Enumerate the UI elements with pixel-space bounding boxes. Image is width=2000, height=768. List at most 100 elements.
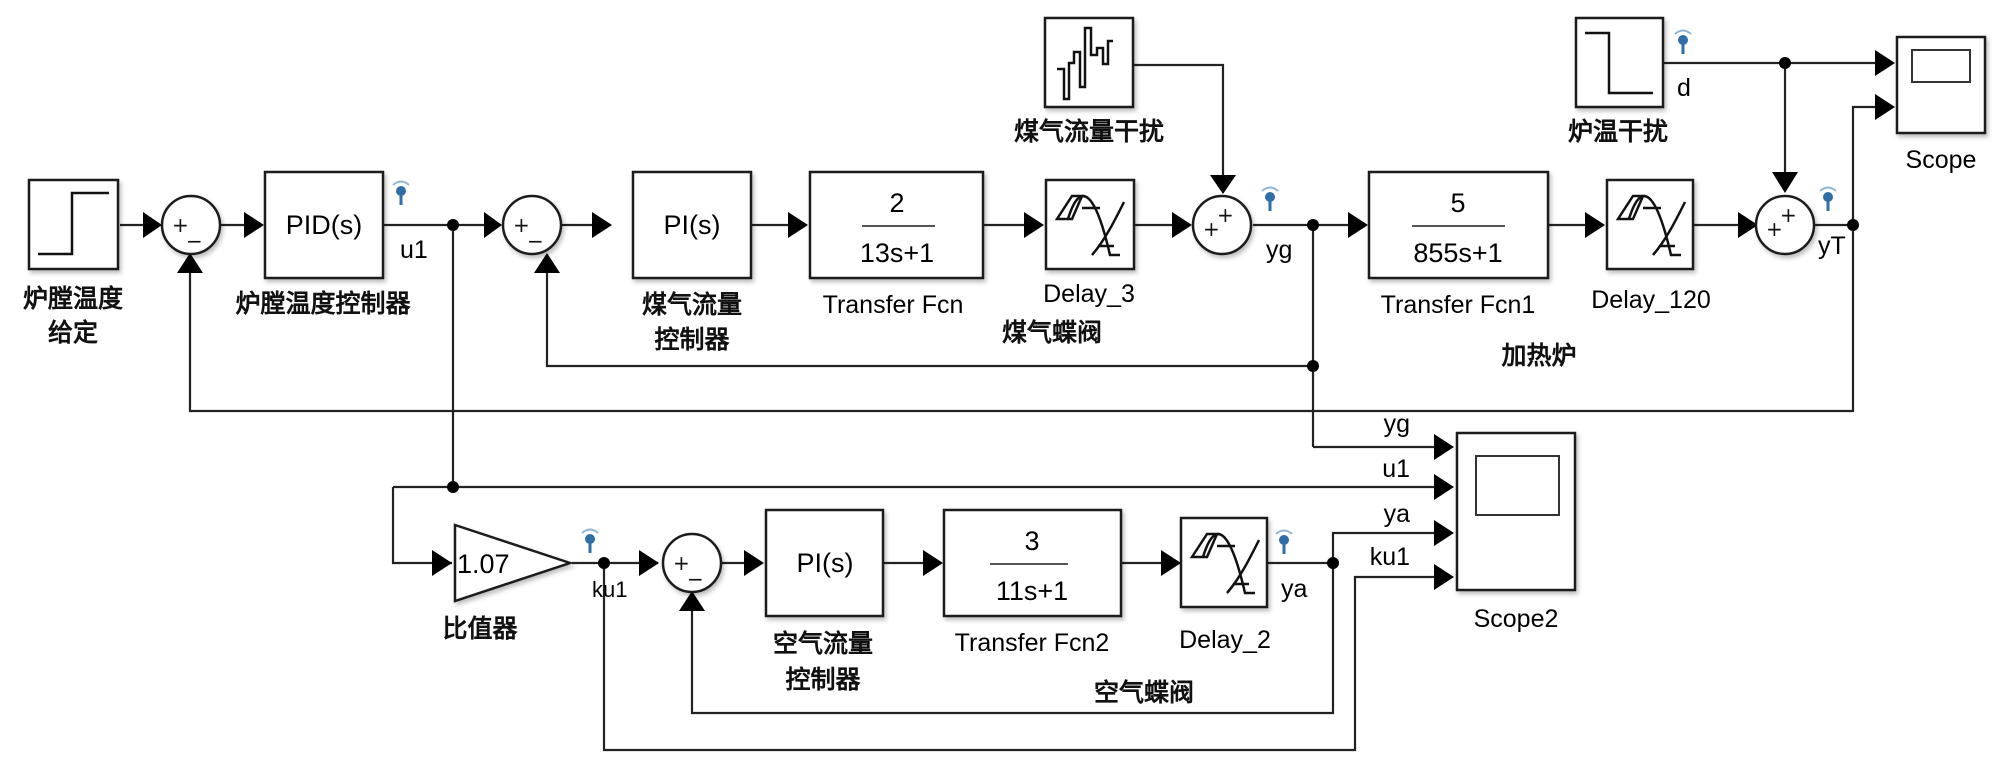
transfer-fcn1-block[interactable]: 5 855s+1 Transfer Fcn1: [1367, 170, 1550, 319]
scope2-input-ya: ya: [1384, 500, 1411, 528]
wire-u1-gain: [391, 487, 452, 565]
arrow-head: [1434, 434, 1454, 460]
arrow-head: [1161, 550, 1181, 576]
arrow-head: [1348, 212, 1368, 238]
branch-point: [1327, 557, 1339, 569]
transfer-fcn2-block[interactable]: 3 11s+1 Transfer Fcn2: [942, 508, 1123, 657]
signal-probe-icon[interactable]: [1261, 186, 1279, 212]
sum5-block[interactable]: + −: [661, 532, 723, 594]
block-frame: [631, 170, 753, 280]
transport-delay-icon: [1189, 532, 1261, 595]
scope-block[interactable]: Scope: [1895, 35, 1987, 174]
signal-probe-icon[interactable]: [392, 180, 410, 206]
arrow-head: [1875, 50, 1895, 76]
signal-probe-icon[interactable]: [1674, 29, 1692, 55]
tf2-numerator: 3: [1024, 526, 1039, 556]
sum-circle: [1754, 194, 1816, 256]
pi-gas-controller-block[interactable]: PI(s) 煤气流量 控制器: [631, 170, 753, 354]
scope-label: Scope: [1906, 146, 1977, 174]
temp-disturbance-block[interactable]: 炉温干扰: [1568, 16, 1668, 146]
delay3-block[interactable]: Delay_3 煤气蝶阀: [1002, 178, 1136, 347]
gas-valve-label: 煤气蝶阀: [1002, 318, 1102, 347]
arrow-head: [143, 212, 162, 238]
gain-block[interactable]: 1.07 比值器: [442, 523, 574, 643]
arrow-head: [1210, 175, 1236, 194]
block-frame: [942, 508, 1123, 618]
sum-circle: [661, 532, 723, 594]
signal-probe-icon[interactable]: [1819, 186, 1837, 212]
pi-gas-text: PI(s): [664, 210, 721, 240]
air-valve-label: 空气蝶阀: [1094, 678, 1194, 707]
wire-yg-feedback: [545, 270, 1313, 368]
wire-ku1-scope2: [602, 563, 1452, 752]
sum3-block[interactable]: + +: [1191, 194, 1253, 256]
arrow-head: [1434, 474, 1454, 500]
signal-probe-icon[interactable]: [581, 528, 599, 554]
tf2-label: Transfer Fcn2: [955, 629, 1110, 657]
step-down-icon: [1585, 31, 1653, 95]
arrow-head: [592, 212, 612, 238]
setpoint-label-1: 炉膛温度: [23, 284, 123, 313]
gain-value: 1.07: [457, 549, 510, 579]
signal-label-yT: yT: [1818, 232, 1846, 260]
pid-label: 炉膛温度控制器: [235, 289, 411, 318]
sum2-block[interactable]: + −: [501, 194, 563, 256]
sum1-block[interactable]: + −: [160, 194, 222, 256]
scope2-input-u1: u1: [1382, 455, 1410, 483]
arrow-head: [679, 591, 705, 611]
signal-label-yg: yg: [1266, 236, 1292, 264]
block-frame: [1044, 178, 1136, 271]
arrow-head: [177, 253, 203, 273]
arrow-head: [1875, 94, 1895, 120]
setpoint-label-2: 给定: [48, 318, 98, 347]
branch-point: [1847, 219, 1859, 231]
delay2-block[interactable]: Delay_2: [1179, 516, 1271, 654]
sum2-sign-minus: −: [527, 229, 544, 253]
sum4-sign-plus: +: [1766, 217, 1783, 241]
scope2-block[interactable]: Scope2: [1455, 431, 1577, 633]
scope-screen-icon: [1911, 49, 1971, 83]
transport-delay-icon: [1615, 194, 1687, 257]
delay2-label: Delay_2: [1179, 626, 1271, 654]
random-signal-icon: [1057, 26, 1113, 101]
pid-controller-block[interactable]: PID(s) 炉膛温度控制器: [235, 170, 411, 318]
arrow-head: [484, 212, 502, 238]
sum1-sign-plus: +: [172, 213, 189, 237]
branch-point: [1307, 360, 1319, 372]
scope2-input-yg: yg: [1384, 410, 1410, 438]
wires: [120, 50, 1895, 752]
setpoint-step-block[interactable]: 炉膛温度 给定: [23, 178, 123, 347]
furnace-group-label: 加热炉: [1500, 341, 1576, 370]
arrow-head: [534, 253, 560, 273]
pid-text: PID(s): [286, 210, 363, 240]
wire-yT-scope: [1851, 105, 1893, 225]
step-up-icon: [38, 191, 109, 256]
sum3-sign-plus: +: [1217, 203, 1234, 227]
tf-numerator: 2: [889, 188, 904, 218]
transfer-fcn-block[interactable]: 2 13s+1 Transfer Fcn: [808, 170, 985, 319]
branch-points: [447, 57, 1859, 569]
signal-probe-icon[interactable]: [1275, 529, 1293, 555]
tf-denominator: 13s+1: [860, 238, 934, 268]
sum4-block[interactable]: + +: [1754, 194, 1816, 256]
pi-air-text: PI(s): [797, 548, 854, 578]
scope2-input-ku1: ku1: [1370, 543, 1410, 571]
sum5-sign-minus: −: [687, 567, 704, 591]
branch-point: [1779, 57, 1791, 69]
sum2-sign-plus: +: [513, 213, 530, 237]
delay3-label: Delay_3: [1043, 280, 1135, 308]
sum5-sign-plus: +: [673, 551, 690, 575]
gas-disturbance-label: 煤气流量干扰: [1014, 117, 1164, 146]
sum4-sign-plus: +: [1780, 203, 1797, 227]
temp-disturbance-label: 炉温干扰: [1568, 117, 1668, 146]
block-frame: [263, 170, 385, 280]
scope-screen-icon: [1475, 455, 1560, 516]
wire-ya-feedback: [690, 563, 1335, 715]
arrow-head: [244, 212, 264, 238]
wire-yT-feedback: [188, 225, 1855, 413]
gas-disturbance-block[interactable]: 煤气流量干扰: [1014, 16, 1164, 146]
tf1-label: Transfer Fcn1: [1381, 291, 1536, 319]
branch-point: [1307, 219, 1319, 231]
pi-air-controller-block[interactable]: PI(s) 空气流量 控制器: [764, 508, 885, 694]
delay120-block[interactable]: Delay_120: [1591, 178, 1711, 314]
